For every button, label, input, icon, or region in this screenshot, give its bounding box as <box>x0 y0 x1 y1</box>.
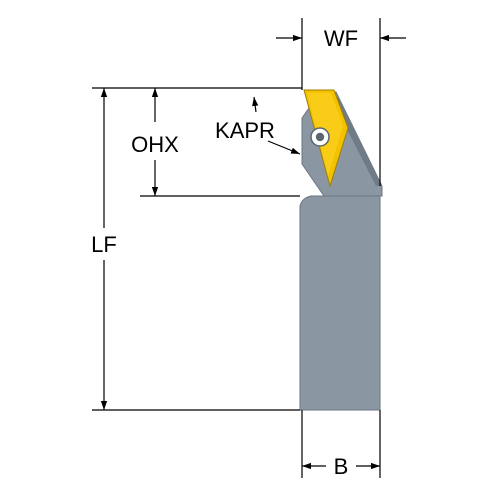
head-shadow <box>334 96 382 186</box>
label-wf: WF <box>324 26 358 51</box>
label-b: B <box>334 454 349 479</box>
label-kapr: KAPR <box>215 118 275 143</box>
dimension-kapr <box>252 96 301 155</box>
label-ohx: OHX <box>131 132 179 157</box>
shank <box>299 195 381 411</box>
label-lf: LF <box>91 232 117 257</box>
screw-torx-icon <box>315 132 325 142</box>
tool-body <box>299 89 383 411</box>
extension-lines <box>92 18 381 478</box>
